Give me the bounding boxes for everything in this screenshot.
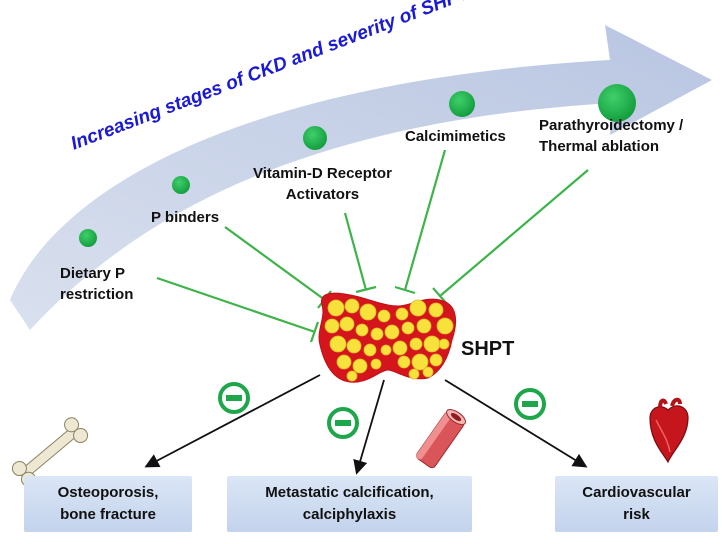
inhibit-line-calcimimetics — [403, 149, 447, 291]
dot-ptx — [598, 84, 636, 122]
minus-badge-cardio — [514, 388, 546, 420]
dot-binders — [172, 176, 190, 194]
arrow-to-cardio — [444, 379, 588, 468]
outcome-arrows — [144, 374, 588, 475]
parathyroid-gland — [318, 292, 457, 383]
dot-dietary — [79, 229, 97, 247]
label-binders: P binders — [151, 209, 220, 226]
inhibit-line-ptx — [439, 169, 589, 297]
inhibit-line-dietary-bar — [309, 321, 320, 343]
artery-icon — [416, 409, 467, 469]
dot-calcimimetics — [449, 91, 475, 117]
shpt-label: SHPT — [461, 338, 515, 360]
label-vdra: Vitamin-D Receptor Activators — [253, 165, 392, 203]
outcome-box-cardio: Cardiovascular risk — [555, 476, 718, 532]
arrow-to-osteoporosis — [144, 374, 321, 468]
bone-icon — [11, 417, 89, 487]
minus-badge-metastatic — [327, 407, 359, 439]
stage-arrow — [10, 25, 712, 330]
outcome-box-metastatic: Metastatic calcification, calciphylaxis — [227, 476, 472, 532]
inhibit-line-dietary — [156, 276, 316, 334]
heart-icon — [649, 397, 689, 464]
outcome-box-osteoporosis: Osteoporosis, bone fracture — [24, 476, 192, 532]
label-ptx: Parathyroidectomy / Thermal ablation — [539, 117, 684, 155]
inhibit-line-binders — [224, 226, 326, 301]
minus-badge-osteoporosis — [218, 382, 250, 414]
inhibit-line-calcimimetics-bar — [394, 285, 416, 295]
inhibit-line-vdra — [343, 212, 368, 291]
inhibit-line-vdra-bar — [355, 285, 377, 294]
dot-vdra — [303, 126, 327, 150]
label-dietary: Dietary P restriction — [60, 265, 134, 303]
arrow-to-metastatic — [353, 379, 385, 475]
label-calcimimetics: Calcimimetics — [405, 128, 506, 145]
